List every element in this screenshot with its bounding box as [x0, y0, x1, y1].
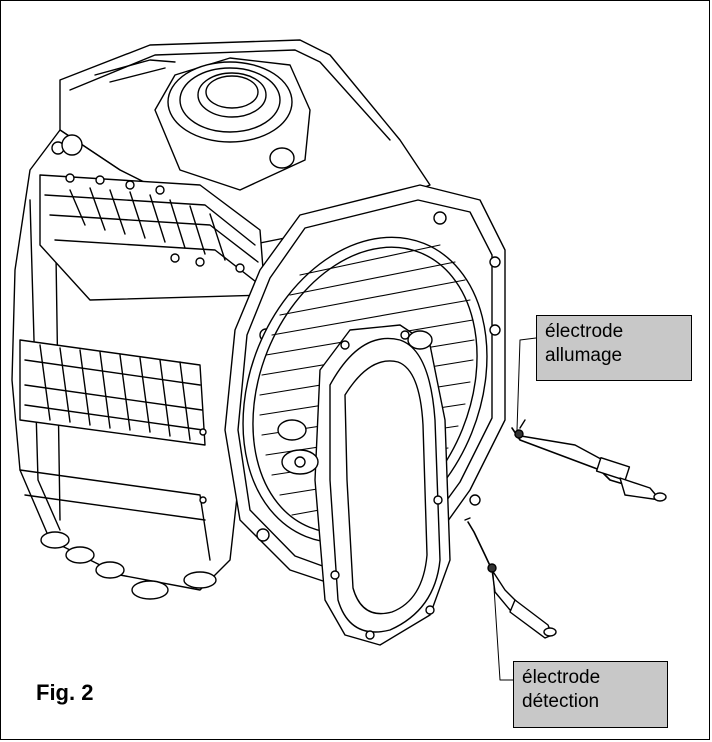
detection-electrode: [464, 517, 557, 639]
callout-ignition-line2: allumage: [545, 345, 623, 366]
leader-lines: [492, 337, 537, 681]
figure-label: Fig. 2: [36, 680, 94, 705]
flue-collar: [154, 57, 311, 191]
callout-detection-electrode: électrode détection: [513, 661, 668, 728]
burner-door: [277, 324, 451, 646]
callout-detection-line1: électrode: [522, 667, 601, 688]
callout-ignition-electrode: électrode allumage: [536, 315, 692, 381]
ignition-electrode: [511, 419, 667, 502]
detection-leader: [492, 571, 514, 681]
callout-ignition-line1: électrode: [545, 321, 624, 342]
ignition-leader: [516, 337, 537, 431]
callout-detection-line2: détection: [522, 691, 600, 712]
